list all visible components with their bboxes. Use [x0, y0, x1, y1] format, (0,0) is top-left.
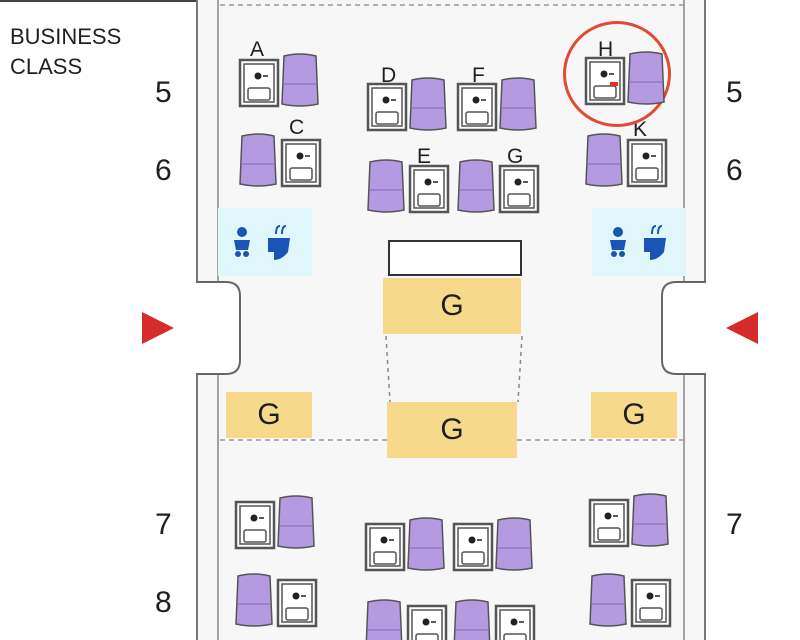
- exit-left-arrow: [142, 312, 174, 344]
- selected-seat-highlight: [563, 21, 671, 127]
- exit-right-arrow: [726, 312, 758, 344]
- galley-center-bottom: G: [387, 402, 517, 458]
- seat-6e[interactable]: [364, 156, 452, 218]
- row-number-left-7: 7: [155, 508, 172, 541]
- header-rule: [0, 0, 196, 2]
- galley-left: G: [226, 392, 312, 438]
- seat-7-right[interactable]: [586, 490, 674, 552]
- galley-center-top: G: [383, 278, 521, 334]
- lavatory-right: [592, 208, 686, 276]
- seat-8-left[interactable]: [232, 570, 320, 632]
- seat-letter-k: K: [633, 118, 648, 141]
- seat-6k[interactable]: [582, 130, 670, 192]
- cabin-class-label-line2: CLASS: [10, 54, 83, 79]
- row-number-right-6: 6: [726, 154, 743, 187]
- row-number-left-8: 8: [155, 586, 172, 619]
- cabinet: [388, 240, 522, 276]
- seat-5a[interactable]: [236, 50, 324, 112]
- seat-8-center-left[interactable]: [362, 596, 450, 640]
- cabin-class-label-line1: BUSINESS: [10, 24, 122, 49]
- seat-5d[interactable]: [364, 74, 452, 136]
- seat-letter-e: E: [417, 145, 432, 168]
- baby-changing-icon: [234, 225, 290, 260]
- galley-label: G: [257, 398, 281, 431]
- seat-7-center-left[interactable]: [362, 514, 450, 576]
- seat-letter-a: A: [250, 38, 265, 61]
- seat-letter-d: D: [381, 64, 397, 87]
- seat-8-right[interactable]: [586, 570, 674, 632]
- seat-7-left[interactable]: [232, 492, 320, 554]
- row-number-right-5: 5: [726, 76, 743, 109]
- seat-5h[interactable]: [582, 48, 670, 110]
- row-number-left-6: 6: [155, 154, 172, 187]
- galley-label: G: [440, 413, 464, 446]
- seat-6g[interactable]: [454, 156, 542, 218]
- seat-7-center-right[interactable]: [450, 514, 538, 576]
- seat-5f[interactable]: [454, 74, 542, 136]
- row-number-left-5: 5: [155, 76, 172, 109]
- lavatory-left: [218, 208, 312, 276]
- seat-6c[interactable]: [236, 130, 324, 192]
- galley-label: G: [440, 289, 464, 322]
- seat-letter-g: G: [507, 145, 524, 168]
- cabin-class-label: BUSINESS CLASS: [10, 22, 121, 82]
- seat-letter-c: C: [289, 116, 305, 139]
- row-number-right-7: 7: [726, 508, 743, 541]
- seat-letter-f: F: [472, 64, 485, 87]
- galley-label: G: [622, 398, 646, 431]
- galley-right: G: [591, 392, 677, 438]
- baby-changing-icon: [610, 225, 666, 260]
- seat-8-center-right[interactable]: [450, 596, 538, 640]
